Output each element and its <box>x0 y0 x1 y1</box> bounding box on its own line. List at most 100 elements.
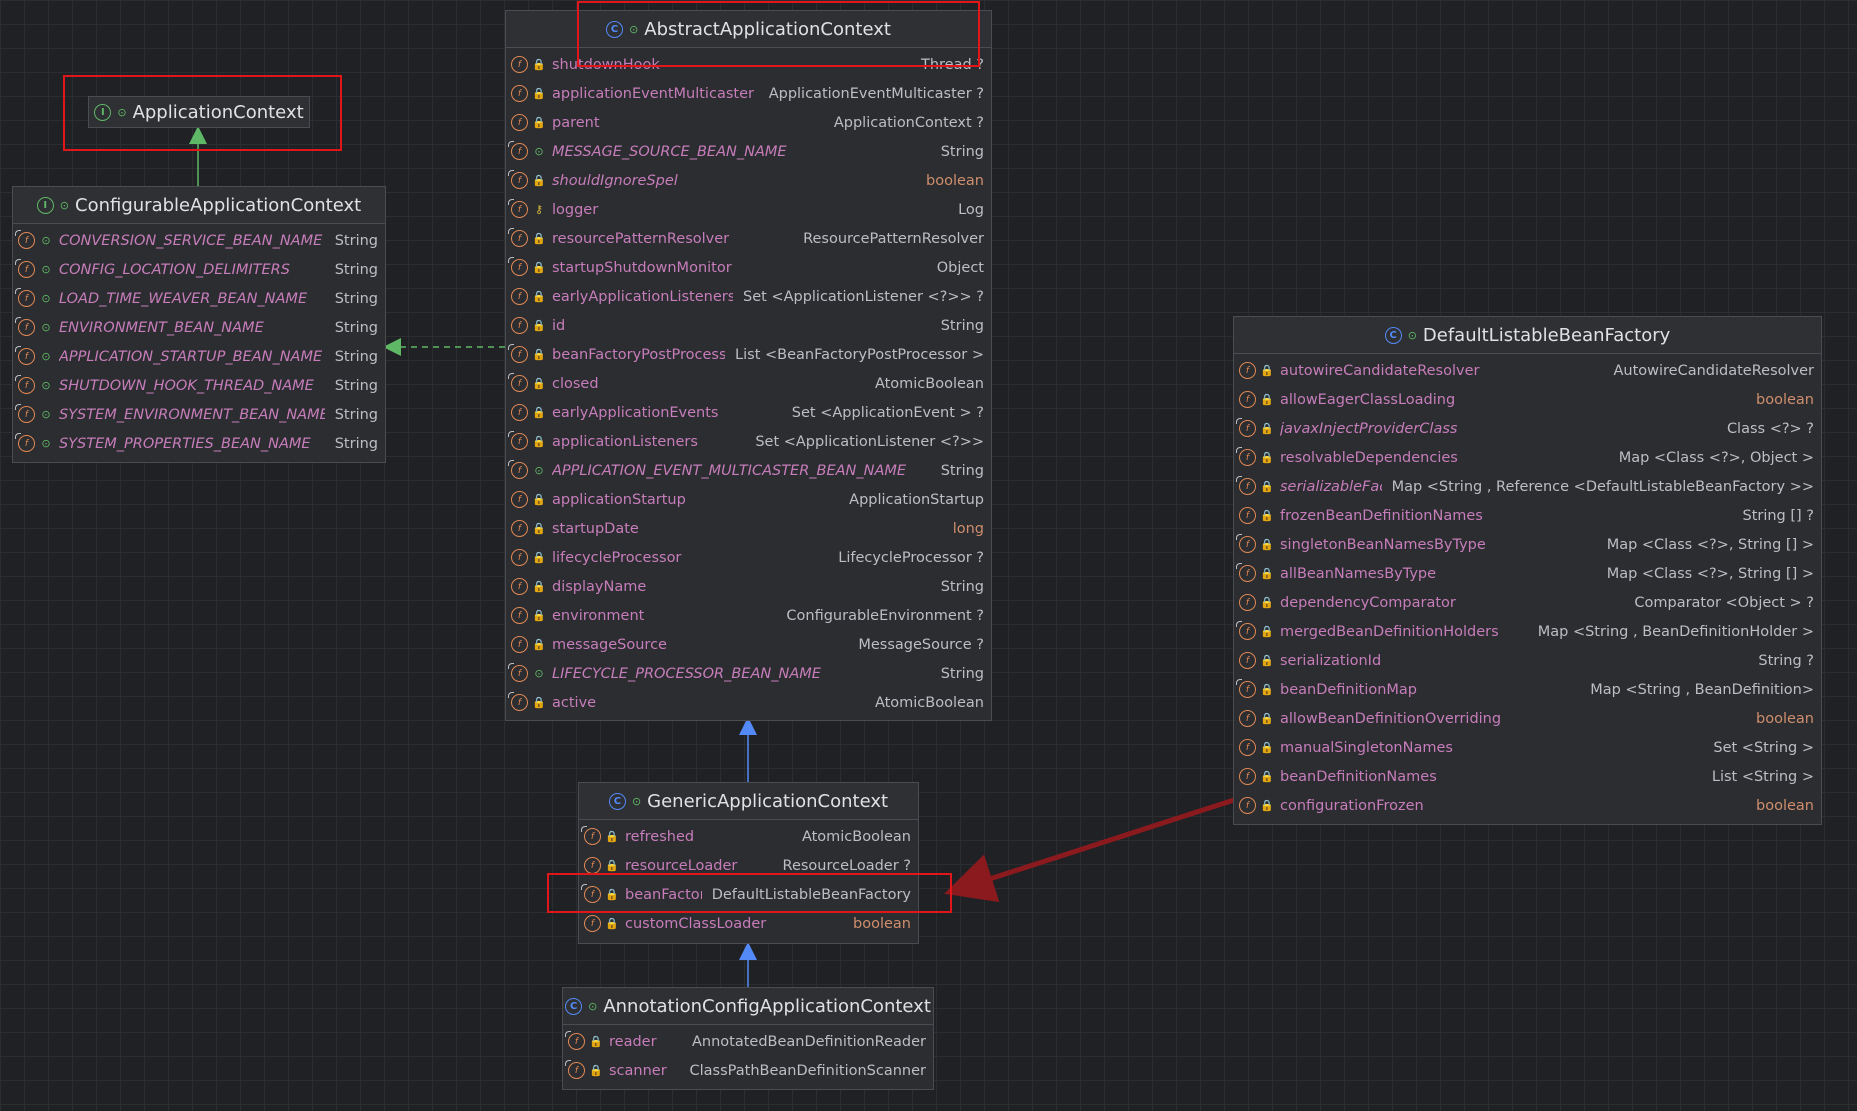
private-lock-icon: 🔒 <box>605 859 619 872</box>
static-field-icon: f <box>508 663 528 682</box>
field-type: boolean <box>1756 797 1814 814</box>
public-icon: ⊙ <box>534 145 544 158</box>
field-row[interactable]: f⊙APPLICATION_EVENT_MULTICASTER_BEAN_NAM… <box>506 456 991 485</box>
private-lock-icon: 🔒 <box>532 406 546 419</box>
static-field-icon: f <box>1236 418 1256 437</box>
field-name: singletonBeanNamesByType <box>1280 536 1486 553</box>
field-row[interactable]: f🔒serializableFactoriesMap <String , Ref… <box>1234 472 1821 501</box>
node-header: I ⊙ ApplicationContext <box>89 97 309 127</box>
field-row[interactable]: f🔒beanFactoryPostProcessorsList <BeanFac… <box>506 340 991 369</box>
private-lock-icon: 🔒 <box>532 551 546 564</box>
public-icon: ⊙ <box>1407 328 1417 342</box>
field-row[interactable]: f🔒beanFactoryDefaultListableBeanFactory <box>579 880 918 909</box>
field-type: AtomicBoolean <box>874 375 984 392</box>
field-name: closed <box>552 375 599 392</box>
private-lock-icon: 🔒 <box>532 116 546 129</box>
node-generic-application-context[interactable]: C ⊙ GenericApplicationContext f🔒refreshe… <box>578 782 919 944</box>
field-type: List <String > <box>1711 768 1814 785</box>
static-field-icon: f <box>15 288 35 307</box>
static-field-icon: f <box>508 199 528 218</box>
field-name: earlyApplicationEvents <box>552 404 719 421</box>
public-icon: ⊙ <box>41 263 51 276</box>
field-name: lifecycleProcessor <box>552 549 682 566</box>
node-application-context[interactable]: I ⊙ ApplicationContext <box>88 96 310 128</box>
field-icon: f <box>584 857 601 874</box>
field-type: String <box>334 377 378 394</box>
static-field-icon: f <box>508 373 528 392</box>
field-name: scanner <box>609 1062 667 1079</box>
node-default-listable-bean-factory[interactable]: C ⊙ DefaultListableBeanFactory f🔒autowir… <box>1233 316 1822 825</box>
field-type: String <box>940 317 984 334</box>
private-lock-icon: 🔒 <box>532 319 546 332</box>
field-icon: f <box>511 578 528 595</box>
field-name: CONVERSION_SERVICE_BEAN_NAME <box>59 232 323 249</box>
field-type: Map <String , BeanDefinition> <box>1590 681 1814 698</box>
field-name: applicationStartup <box>552 491 686 508</box>
field-icon: f <box>511 404 528 421</box>
field-type: AtomicBoolean <box>874 694 984 711</box>
private-lock-icon: 🔒 <box>532 232 546 245</box>
static-field-icon: f <box>581 884 601 903</box>
static-field-icon: f <box>15 317 35 336</box>
field-type: ClassPathBeanDefinitionScanner <box>689 1062 926 1079</box>
node-configurable-application-context[interactable]: I ⊙ ConfigurableApplicationContext f⊙CON… <box>12 186 386 463</box>
node-annotation-config-application-context[interactable]: C ⊙ AnnotationConfigApplicationContext f… <box>562 987 934 1090</box>
node-abstract-application-context[interactable]: C ⊙ AbstractApplicationContext f🔒shutdow… <box>505 10 992 721</box>
field-icon: f <box>511 288 528 305</box>
field-name: LOAD_TIME_WEAVER_BEAN_NAME <box>59 290 308 307</box>
field-type: long <box>952 520 984 537</box>
field-type: String <box>334 406 378 423</box>
field-type: ResourcePatternResolver <box>803 230 984 247</box>
field-icon: f <box>1239 507 1256 524</box>
